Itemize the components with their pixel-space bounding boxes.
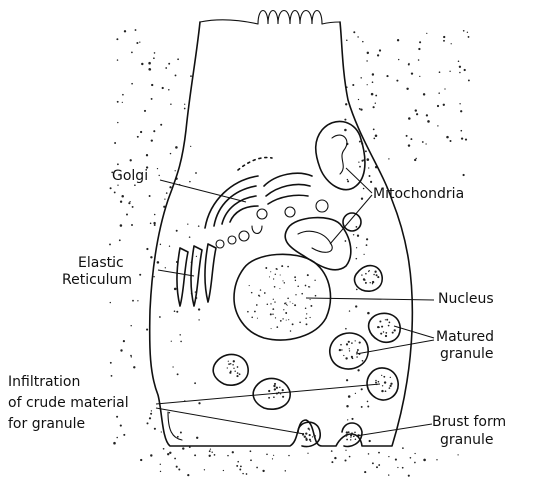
granule-contents xyxy=(227,270,396,442)
granule-6 xyxy=(367,368,398,400)
mitochondrion-lower xyxy=(285,218,351,270)
apical-surface xyxy=(200,20,340,24)
leader-lines xyxy=(156,168,434,436)
small-mitochondrion xyxy=(343,213,361,231)
nucleus-chromatin xyxy=(247,265,316,332)
cell-membrane xyxy=(150,22,413,446)
label-golgi: Golgi xyxy=(112,168,148,185)
label-infiltration-line2: of crude material xyxy=(8,395,129,412)
nucleus xyxy=(234,254,330,340)
granules xyxy=(213,266,400,447)
granule-1 xyxy=(355,266,383,292)
label-mitochondria: Mitochondria xyxy=(373,186,464,203)
label-elastic: Elastic xyxy=(78,255,124,272)
label-matured-line2: granule xyxy=(440,346,493,363)
granule-2 xyxy=(369,313,401,342)
label-reticulum: Reticulum xyxy=(62,272,132,289)
label-infiltration-line1: Infiltration xyxy=(8,374,80,391)
granule-4 xyxy=(213,354,248,385)
label-nucleus: Nucleus xyxy=(438,291,494,308)
label-brust-line1: Brust form xyxy=(432,414,506,431)
label-infiltration-line3: for granule xyxy=(8,416,85,433)
elastic-reticulum xyxy=(177,244,216,306)
label-matured-line1: Matured xyxy=(436,329,494,346)
basal-membrane-inner xyxy=(168,412,182,440)
label-brust-line2: granule xyxy=(440,432,493,449)
microvilli xyxy=(258,11,322,25)
